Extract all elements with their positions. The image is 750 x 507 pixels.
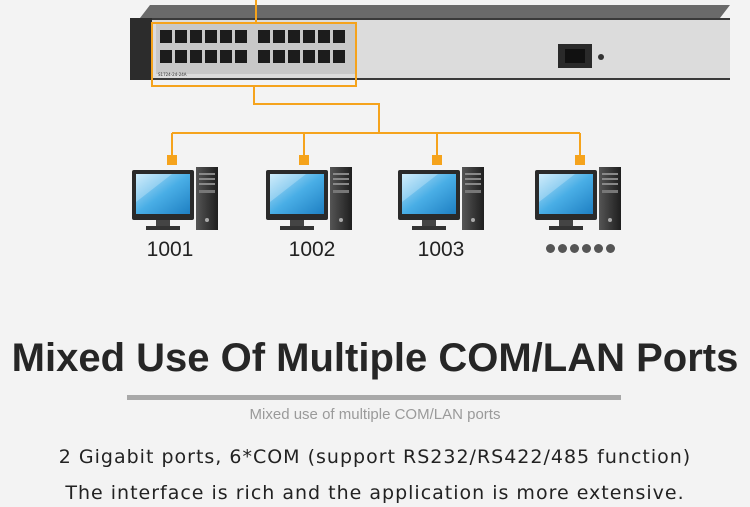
more-nodes-ellipsis: [546, 244, 615, 253]
switch-model-label: S1724-24-24A: [158, 72, 187, 77]
node-label-1002: 1002: [288, 238, 336, 261]
rj45-port: [205, 50, 217, 63]
rj45-port: [175, 50, 187, 63]
rj45-port: [220, 50, 232, 63]
network-diagram: S1724-24-24A: [130, 0, 730, 230]
connector-lines: [171, 0, 581, 158]
rj45-port: [273, 50, 285, 63]
computer-icon: [535, 167, 621, 230]
rj45-port: [160, 50, 172, 63]
rj45-port: [288, 30, 300, 43]
description-line-1: 2 Gigabit ports, 6*COM (support RS232/RS…: [58, 446, 692, 468]
page-subtitle: Mixed use of multiple COM/LAN ports: [249, 406, 501, 423]
computer-icon: [132, 167, 218, 230]
rj45-port: [175, 30, 187, 43]
node-label-1003: 1003: [417, 238, 465, 261]
rj45-port: [318, 50, 330, 63]
rj45-port: [333, 50, 345, 63]
rj45-port: [288, 50, 300, 63]
rj45-port: [160, 30, 172, 43]
computer-icon: [398, 167, 484, 230]
rj45-port: [303, 30, 315, 43]
computer-icon: [266, 167, 352, 230]
rj45-port: [318, 30, 330, 43]
title-underline: [127, 395, 621, 400]
rj45-port: [205, 30, 217, 43]
rj45-port: [235, 50, 247, 63]
rj45-port: [190, 30, 202, 43]
rj45-port: [258, 50, 270, 63]
rj45-port: [220, 30, 232, 43]
connector-nodes: [167, 155, 585, 165]
lan-port-group: [160, 30, 345, 63]
page-title: Mixed Use Of Multiple COM/LAN Ports: [11, 336, 739, 380]
network-switch: S1724-24-24A: [130, 5, 730, 80]
node-label-1001: 1001: [146, 238, 194, 261]
rj45-port: [303, 50, 315, 63]
description-line-2: The interface is rich and the applicatio…: [65, 482, 685, 504]
rj45-port: [258, 30, 270, 43]
rj45-port: [235, 30, 247, 43]
rj45-port: [273, 30, 285, 43]
rj45-port: [333, 30, 345, 43]
rj45-port: [190, 50, 202, 63]
